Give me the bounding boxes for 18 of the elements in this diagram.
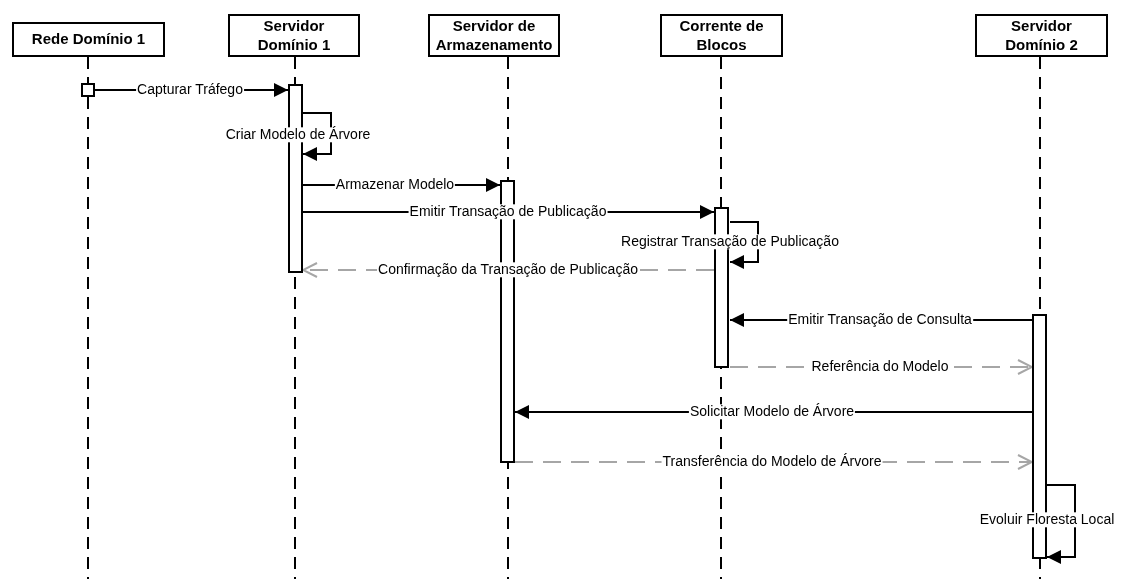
message-label: Emitir Transação de Consulta xyxy=(787,312,973,328)
self-message-arrow xyxy=(302,112,332,161)
participant-header: Servidor Domínio 2 xyxy=(975,14,1108,57)
message-label: Confirmação da Transação de Publicação xyxy=(377,262,639,278)
message-label: Evoluir Floresta Local xyxy=(978,512,1116,528)
participant-header: Rede Domínio 1 xyxy=(12,22,165,57)
self-message-arrow xyxy=(1046,484,1076,564)
participant-header: Servidor de Armazenamento xyxy=(428,14,560,57)
message-label: Solicitar Modelo de Árvore xyxy=(688,404,856,420)
participant-header: Servidor Domínio 1 xyxy=(228,14,360,57)
participant-header: Corrente de Blocos xyxy=(660,14,783,57)
message-label: Capturar Tráfego xyxy=(136,82,244,98)
message-label: Registrar Transação de Publicação xyxy=(620,234,840,250)
start-square xyxy=(81,83,95,97)
self-message-arrow xyxy=(729,221,759,269)
message-label: Criar Modelo de Árvore xyxy=(224,127,372,143)
message-label: Emitir Transação de Publicação xyxy=(408,204,608,220)
message-label: Transferência do Modelo de Árvore xyxy=(661,454,883,470)
